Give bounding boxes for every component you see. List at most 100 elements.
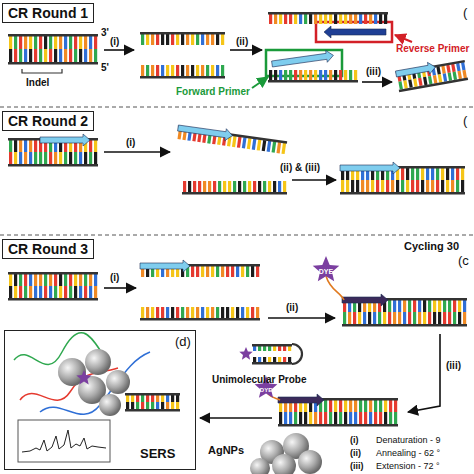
sers-illustration [14, 333, 150, 462]
base-bar [329, 14, 332, 24]
base-bar [238, 181, 241, 192]
hairpin-loop [292, 344, 302, 364]
base-bar [14, 274, 17, 286]
base-bar [363, 312, 366, 324]
base-bar [451, 180, 454, 192]
base-bar [9, 286, 12, 298]
base-bar [438, 74, 443, 82]
base-bar [263, 357, 266, 362]
base-bar [69, 274, 72, 286]
base-bar [246, 266, 249, 277]
dna-strand [268, 12, 388, 24]
base-bar [161, 307, 164, 318]
base-bar [242, 137, 247, 148]
primer-arrow-shape [324, 26, 386, 38]
round-title: CR Round 2 [8, 113, 88, 129]
base-bar [263, 346, 266, 351]
base-bar [24, 49, 27, 62]
panel-separator [0, 107, 474, 108]
base-bar [408, 300, 411, 312]
base-bar [258, 346, 261, 351]
base-bar [247, 138, 252, 149]
base-bar [299, 14, 302, 24]
base-bar [383, 312, 386, 324]
base-bar [29, 152, 32, 164]
base-bar [44, 274, 47, 286]
base-bar [44, 286, 47, 298]
base-bar [456, 180, 459, 192]
base-bar [378, 312, 381, 324]
base-bar [289, 412, 292, 424]
base-bar [314, 412, 317, 424]
step-label: (ii) & (iii) [280, 162, 320, 173]
nanoparticle [250, 458, 270, 474]
primer-arrow-shape [140, 260, 190, 272]
base-bar [161, 65, 164, 76]
base-bar [396, 180, 399, 192]
base-bar [304, 14, 307, 24]
base-bar [369, 14, 372, 24]
base-bar [176, 402, 179, 409]
round-title: CR Round 1 [8, 5, 88, 21]
base-bar [141, 65, 144, 76]
base-bar [388, 312, 391, 324]
base-bar [191, 266, 194, 277]
base-bar [272, 141, 277, 152]
base-bar [334, 400, 337, 412]
base-bar [343, 312, 346, 324]
step-label: (i) [110, 36, 119, 47]
base-bar [314, 70, 317, 80]
base-bar [299, 412, 302, 424]
base-bar [161, 395, 164, 402]
panel-letter: ( [463, 114, 467, 128]
base-bar [354, 400, 357, 412]
dye-label: DYE [260, 387, 272, 394]
base-bar [14, 286, 17, 298]
reverse-primer-box [316, 22, 392, 42]
base-bar [274, 70, 277, 80]
panel-letter: (d) [175, 334, 191, 349]
base-bar [462, 70, 467, 78]
base-bar [29, 49, 32, 62]
base-bar [379, 14, 382, 24]
base-bar [136, 402, 139, 409]
base-bar [279, 14, 282, 24]
callout-text: Reverse Primer [396, 43, 469, 54]
base-bar [431, 180, 434, 192]
base-bar [181, 65, 184, 76]
base-bar [433, 312, 436, 324]
dna-strand [140, 307, 260, 321]
base-bar [79, 49, 82, 62]
base-bar [401, 168, 404, 180]
base-bar [451, 64, 456, 72]
base-bar [278, 346, 281, 351]
base-bar [388, 300, 391, 312]
dna-duplex [396, 60, 468, 92]
base-bar [156, 402, 159, 409]
callout-text: Forward Primer [176, 86, 250, 97]
base-bar [141, 34, 144, 45]
dna-duplex [8, 34, 98, 65]
nanoparticle [106, 370, 130, 394]
base-bar [433, 300, 436, 312]
base-bar [84, 36, 87, 49]
base-bar [453, 312, 456, 324]
base-bar [428, 312, 431, 324]
dye-star [239, 347, 252, 360]
base-bar [274, 14, 277, 24]
base-bar [151, 402, 154, 409]
condition-step: (ii) [350, 449, 361, 459]
dye-star [313, 256, 340, 281]
base-bar [19, 152, 22, 164]
base-bar [59, 49, 62, 62]
primer-arrow [271, 49, 334, 70]
base-bar [206, 65, 209, 76]
base-bar [221, 266, 224, 277]
backbone [140, 32, 225, 35]
base-bar [59, 36, 62, 49]
base-bar [171, 402, 174, 409]
step-label: (ii) [286, 302, 298, 313]
step-label: (iii) [446, 360, 461, 371]
base-bar [278, 181, 281, 192]
